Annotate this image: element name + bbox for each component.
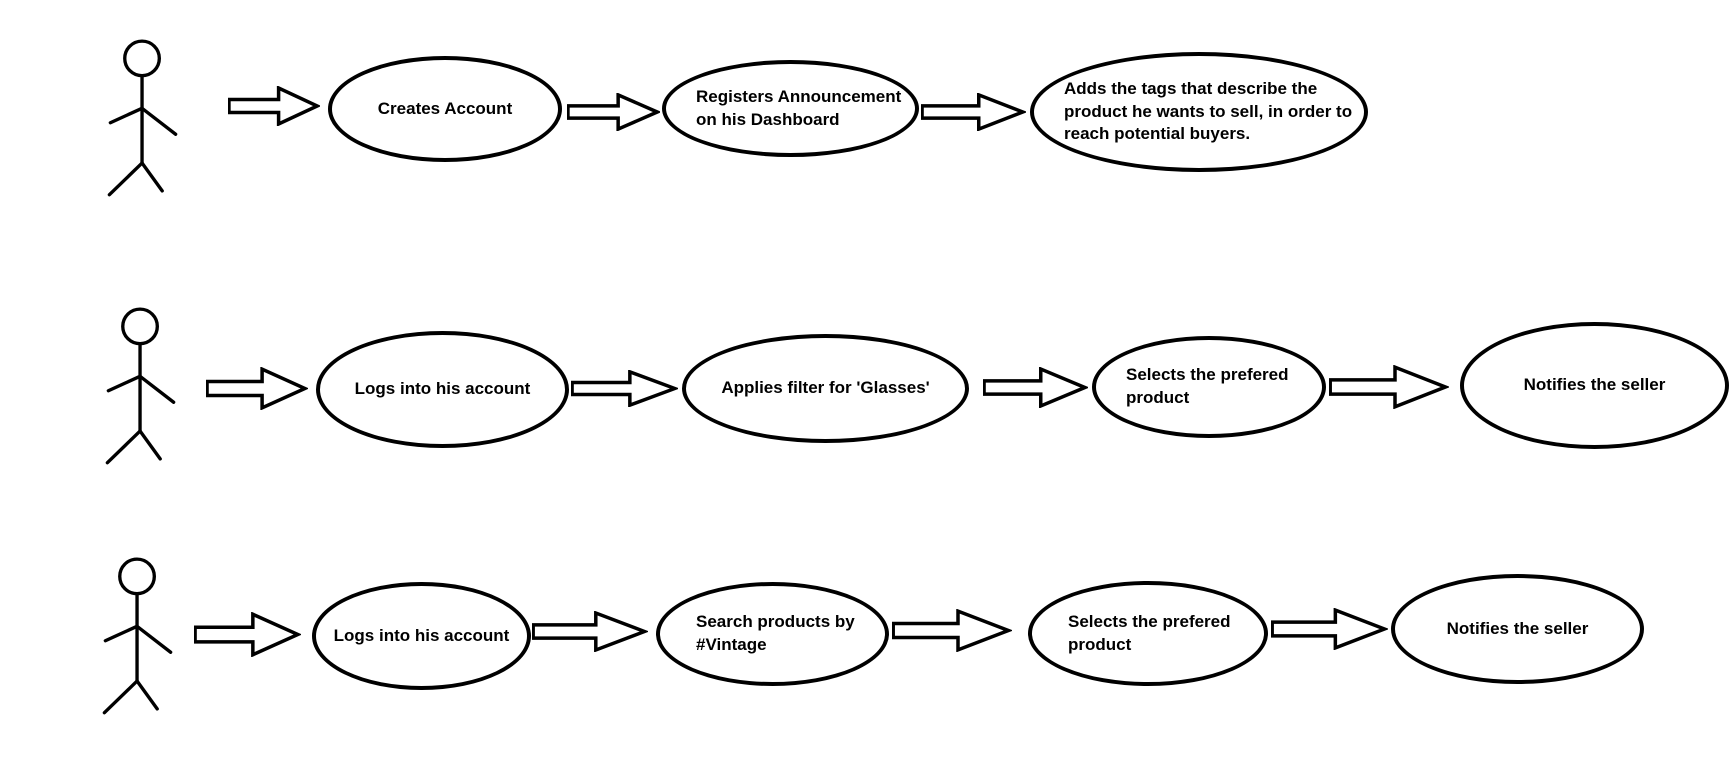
node-registers-announcement: Registers Announcement on his Dashboard — [662, 60, 919, 157]
node-label: Logs into his account — [333, 625, 510, 645]
node-notifies-seller: Notifies the seller — [1391, 574, 1644, 684]
flow-arrow-icon — [892, 609, 1012, 652]
flow-arrow-icon — [1329, 365, 1449, 409]
node-label: Selects the prefered product — [1126, 365, 1289, 407]
node-applies-filter: Applies filter for 'Glasses' — [682, 334, 969, 443]
node-creates-account: Creates Account — [328, 56, 562, 162]
flow-arrow-icon — [532, 611, 648, 652]
actor-stick-figure-icon — [102, 557, 173, 715]
node-label: Selects the prefered product — [1068, 611, 1231, 654]
node-logs-into-account: Logs into his account — [312, 582, 531, 690]
node-label: Registers Announcement on his Dashboard — [696, 86, 902, 129]
actor-stick-figure-icon — [107, 39, 178, 197]
flow-arrow-icon — [983, 367, 1087, 408]
node-selects-preferred-product: Selects the prefered product — [1092, 336, 1326, 438]
node-label: Applies filter for 'Glasses' — [721, 378, 930, 398]
node-label: Creates Account — [377, 98, 513, 118]
flow-arrow-icon — [228, 86, 319, 126]
node-label: Search products by #Vintage — [696, 612, 855, 654]
node-selects-preferred-product: Selects the prefered product — [1028, 581, 1268, 686]
flow-arrow-icon — [1271, 608, 1388, 650]
flow-arrow-icon — [921, 93, 1025, 131]
node-logs-into-account: Logs into his account — [316, 331, 569, 448]
node-notifies-seller: Notifies the seller — [1460, 322, 1729, 449]
flow-arrow-icon — [206, 367, 307, 410]
actor-stick-figure-icon — [105, 307, 176, 465]
node-label: Adds the tags that describe the product … — [1064, 78, 1353, 144]
flow-arrow-icon — [194, 612, 300, 657]
node-label: Notifies the seller — [1446, 618, 1589, 638]
node-label: Logs into his account — [354, 379, 531, 399]
node-adds-tags: Adds the tags that describe the product … — [1030, 52, 1368, 172]
flow-arrow-icon — [567, 93, 659, 131]
flow-arrow-icon — [571, 370, 677, 407]
node-label: Notifies the seller — [1523, 375, 1666, 395]
node-search-by-hashtag: Search products by #Vintage — [656, 582, 889, 686]
